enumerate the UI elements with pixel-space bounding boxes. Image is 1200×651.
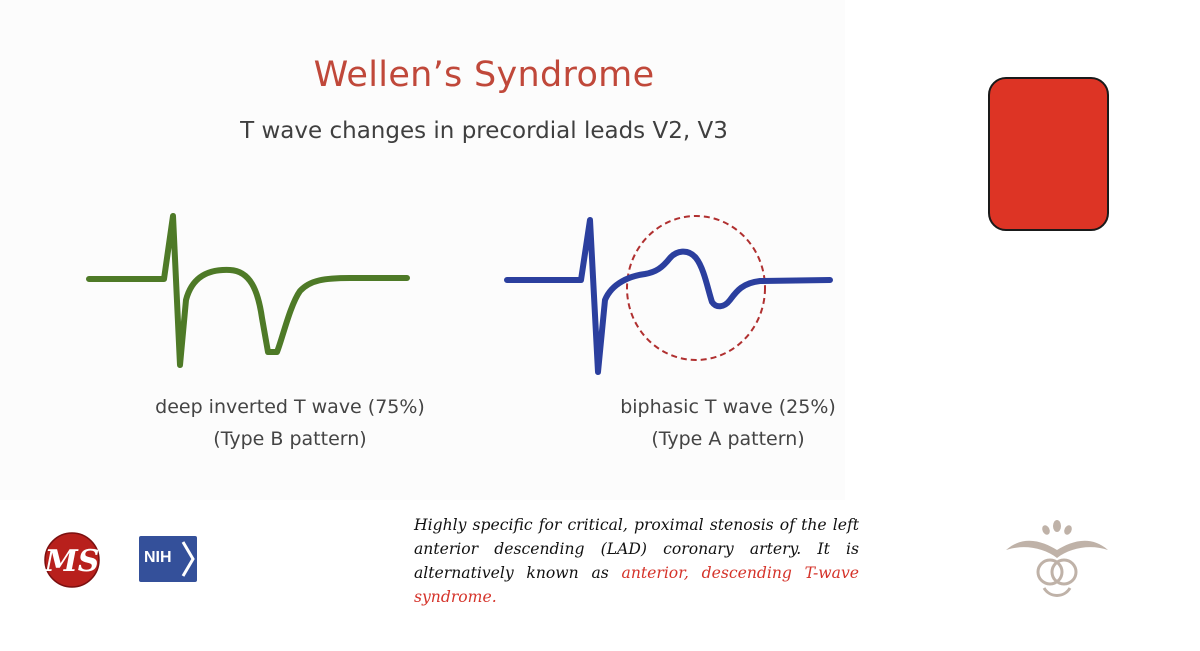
- caption-type-a-line2: (Type A pattern): [651, 428, 805, 450]
- slide-subtitle: T wave changes in precordial leads V2, V…: [240, 118, 728, 144]
- ecg-diagram: [86, 213, 833, 375]
- description-note: Highly specific for critical, proximal s…: [414, 513, 859, 609]
- ecg-trace-type-b: [86, 213, 410, 368]
- slide-panel: [0, 0, 845, 500]
- ecg-trace-type-a: [504, 217, 833, 375]
- biphasic-highlight-circle: [626, 215, 766, 361]
- caption-type-b-line1: deep inverted T wave (75%): [155, 396, 425, 418]
- caption-type-b-line2: (Type B pattern): [213, 428, 367, 450]
- nih-logo-icon: NIH: [139, 536, 197, 582]
- lotus-logo-icon: [1006, 520, 1108, 597]
- ms-logo-icon: MS: [44, 532, 100, 588]
- note-highlight: anterior, descending T-wave syndrome.: [414, 564, 859, 606]
- note-text: Highly specific for critical, proximal s…: [414, 516, 859, 582]
- ms-logo-text: MS: [44, 544, 100, 579]
- nih-logo-text: NIH: [144, 549, 172, 566]
- caption-type-a: biphasic T wave (25%) (Type A pattern): [598, 391, 858, 455]
- slide-title: Wellen’s Syndrome: [313, 55, 655, 95]
- nih-chevron-icon: [181, 541, 195, 577]
- caption-type-a-line1: biphasic T wave (25%): [620, 396, 836, 418]
- caption-type-b: deep inverted T wave (75%) (Type B patte…: [140, 391, 440, 455]
- red-box: [988, 77, 1109, 231]
